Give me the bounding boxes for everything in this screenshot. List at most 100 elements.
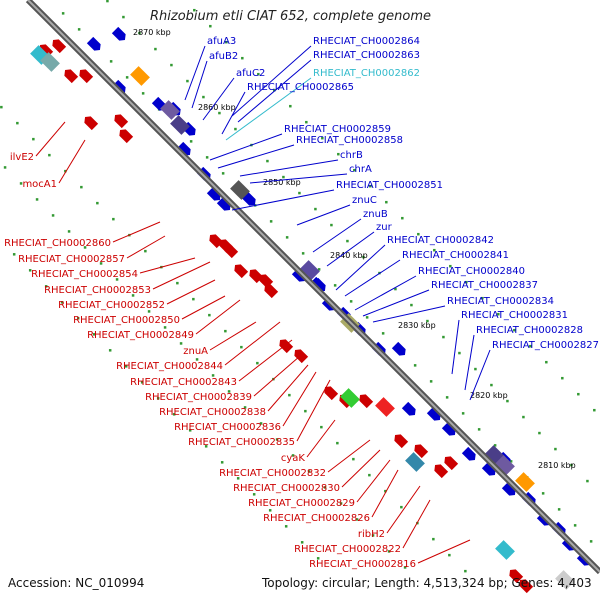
tick-dot: [461, 412, 465, 415]
right-gene-label: afuA3: [207, 36, 236, 47]
left-leader-line: [238, 339, 293, 382]
tick-dot: [291, 454, 295, 457]
reverse-gene-arrow: [509, 569, 524, 584]
left-gene-label: RHECIAT_CH0002853: [44, 285, 151, 296]
left-leader-line: [341, 449, 381, 488]
tick-dot: [401, 216, 404, 220]
tick-dot: [115, 278, 119, 281]
tick-dot: [144, 249, 147, 253]
right-leader-line: [191, 60, 208, 109]
left-leader-line: [209, 321, 257, 351]
reverse-gene-arrow: [224, 244, 239, 259]
left-gene-label: RHECIAT_CH0002835: [188, 437, 295, 448]
forward-gene-arrow: [216, 196, 231, 211]
tick-dot: [243, 406, 247, 409]
right-leader-line: [451, 319, 460, 375]
tick-dot: [333, 284, 337, 287]
tick-dot: [259, 422, 263, 425]
left-leader-line: [356, 459, 391, 503]
tick-dot: [429, 380, 433, 383]
tick-dot: [48, 153, 51, 157]
tick-dot: [323, 486, 327, 489]
tick-dot: [138, 31, 141, 35]
right-gene-label: RHECIAT_CH0002840: [418, 266, 525, 277]
tick-dot: [188, 429, 192, 432]
tick-dot: [92, 333, 96, 336]
tick-dot: [0, 105, 3, 109]
right-gene-label: RHECIAT_CH0002831: [461, 310, 568, 321]
left-leader-line: [296, 379, 331, 442]
right-gene-label: RHECIAT_CH0002851: [336, 180, 443, 191]
tick-dot: [3, 166, 7, 169]
tick-dot: [28, 269, 32, 272]
genome-backbone: [25, 0, 600, 575]
reverse-gene-arrow: [324, 386, 339, 401]
tick-dot: [513, 328, 516, 332]
right-gene-label: zur: [376, 222, 393, 233]
right-gene-label: RHECIAT_CH0002828: [476, 325, 583, 336]
forward-gene-arrow: [426, 406, 441, 421]
reverse-gene-arrow: [52, 39, 67, 54]
kbp-label: 2860 kbp: [198, 103, 236, 112]
gene-block: [160, 100, 180, 120]
left-leader-line: [35, 121, 66, 157]
tick-dot: [147, 310, 151, 313]
gene-block: [375, 397, 395, 417]
tick-dot: [307, 470, 311, 473]
tick-dot: [285, 236, 289, 239]
right-leader-line: [249, 173, 348, 184]
tick-dot: [481, 296, 484, 300]
gene-block: [340, 388, 360, 408]
right-gene-label: RHECIAT_CH0002859: [284, 124, 391, 135]
gene-block: [495, 540, 515, 560]
left-leader-line: [267, 364, 309, 412]
right-gene-label: znuC: [352, 195, 377, 206]
tick-dot: [385, 200, 388, 204]
tick-dot: [257, 72, 260, 76]
reverse-gene-arrow: [444, 456, 459, 471]
left-gene-label: RHECIAT_CH0002822: [294, 544, 401, 555]
tick-dot: [209, 24, 212, 28]
tick-dot: [417, 232, 420, 236]
forward-gene-arrow: [311, 277, 326, 292]
tick-dot: [464, 569, 467, 573]
tick-dot: [497, 312, 500, 316]
tick-dot: [305, 120, 308, 124]
right-gene-label: afuB2: [209, 51, 238, 62]
tick-dot: [573, 524, 577, 527]
tick-dot: [541, 492, 545, 495]
left-gene-label: RHECIAT_CH0002826: [263, 513, 370, 524]
tick-dot: [51, 214, 55, 217]
left-leader-line: [112, 221, 161, 243]
tick-dot: [179, 342, 183, 345]
forward-gene-arrow: [206, 186, 221, 201]
left-leader-line: [58, 139, 86, 184]
tick-dot: [314, 207, 317, 211]
tick-dot: [220, 461, 224, 464]
tick-dot: [353, 168, 356, 172]
tick-dot: [205, 156, 209, 159]
gene-block: [515, 472, 535, 492]
tick-dot: [554, 447, 557, 451]
tick-dot: [236, 477, 240, 480]
tick-dot: [122, 15, 125, 19]
tick-dot: [192, 297, 195, 301]
accession-text: Accession: NC_010994: [8, 576, 145, 590]
tick-dot: [32, 137, 35, 141]
right-gene-label: RHECIAT_CH0002842: [387, 235, 494, 246]
tick-dot: [369, 184, 372, 188]
tick-dot: [538, 431, 541, 435]
left-gene-label: RHECIAT_CH0002849: [87, 330, 194, 341]
tick-dot: [557, 508, 561, 511]
tick-dot: [273, 88, 276, 92]
right-leader-line: [372, 305, 446, 323]
right-gene-label: chrB: [340, 150, 363, 161]
left-gene-label: RHECIAT_CH0002860: [4, 238, 111, 249]
gene-block: [300, 260, 320, 280]
tick-dot: [76, 317, 80, 320]
tick-dot: [227, 390, 231, 393]
tick-dot: [140, 381, 144, 384]
reverse-gene-arrow: [264, 284, 279, 299]
tick-dot: [195, 358, 199, 361]
forward-gene-arrow: [461, 446, 476, 461]
